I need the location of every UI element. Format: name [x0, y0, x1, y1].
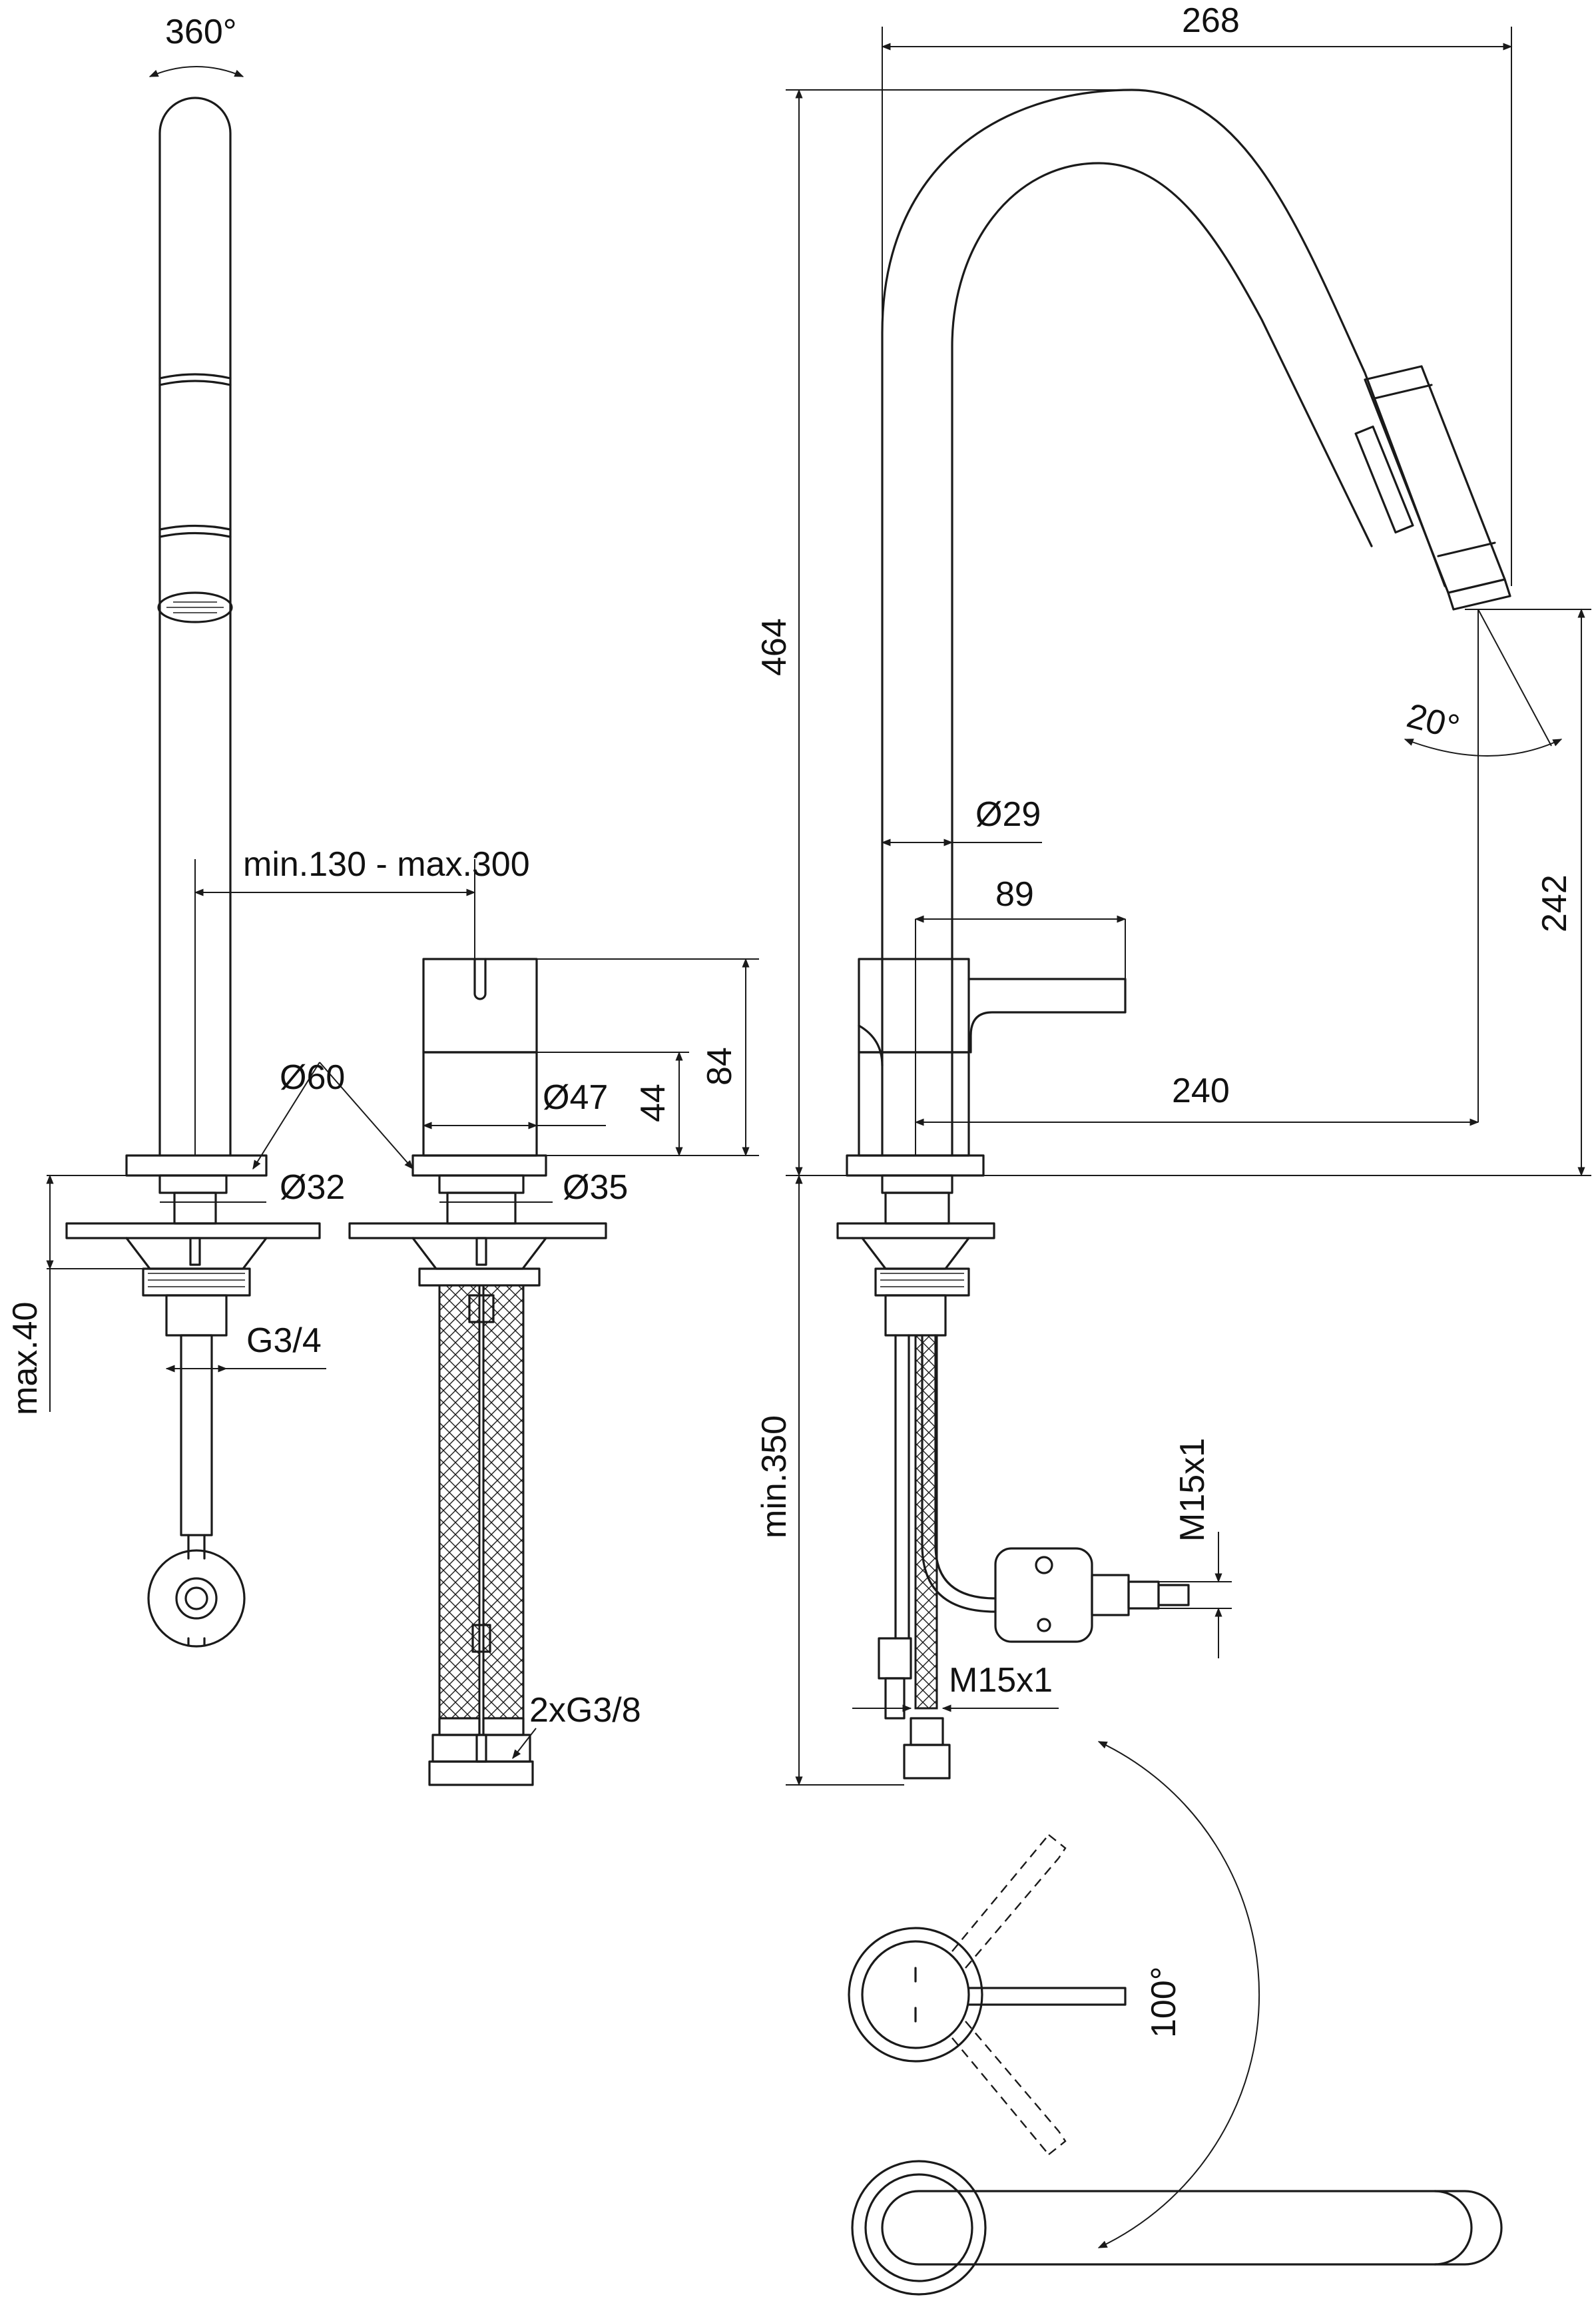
label-reach: 240 — [1172, 1072, 1230, 1110]
label-connector-right: M15x1 — [1173, 1438, 1212, 1542]
label-height-total: 464 — [755, 618, 794, 676]
label-deck-max: max.40 — [6, 1301, 45, 1415]
mixer-handle-view — [348, 958, 607, 1786]
label-connector-bottom: M15x1 — [949, 1661, 1053, 1700]
label-spout-height: 242 — [1535, 874, 1574, 932]
spout-front-view — [65, 97, 321, 1648]
lever-plan-view — [848, 1741, 1260, 2248]
label-base-diameter: Ø60 — [280, 1058, 345, 1097]
label-lever-angle: 100° — [1145, 1966, 1183, 2038]
label-center-distance: min.130 - max.300 — [243, 845, 530, 884]
label-rotation: 360° — [165, 13, 237, 51]
label-hoses: 2xG3/8 — [529, 1691, 641, 1730]
label-hose-min: min.350 — [755, 1415, 794, 1538]
label-shank-right: Ø35 — [563, 1168, 628, 1207]
label-knob-diameter: Ø47 — [543, 1078, 608, 1117]
label-hose-diameter: Ø29 — [975, 795, 1041, 834]
dimension-labels: 360° 268 464 min.130 - max.300 Ø29 89 84… — [6, 1, 1574, 2038]
label-handle-height: 84 — [700, 1047, 739, 1086]
label-lever-length: 89 — [995, 875, 1034, 914]
dimension-lines — [46, 27, 1591, 1786]
label-width-total: 268 — [1182, 1, 1240, 40]
label-shank-left: Ø32 — [280, 1168, 345, 1207]
label-ring-height: 44 — [634, 1084, 672, 1122]
label-thread-main: G3/4 — [246, 1321, 322, 1360]
spout-top-view — [851, 2160, 1503, 2296]
label-tilt-angle: 20° — [1403, 697, 1463, 747]
